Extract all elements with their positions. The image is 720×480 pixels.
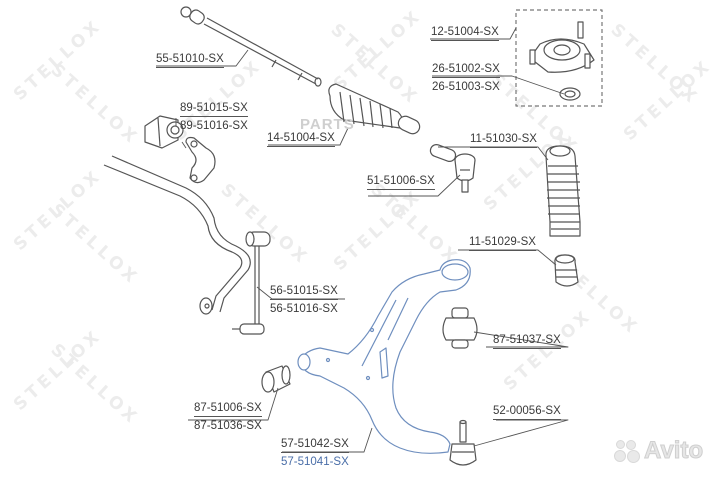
stabilizer-bracket-icon — [185, 136, 216, 184]
part-label-26-51002[interactable]: 26-51002-SX — [432, 63, 500, 78]
shock-boot-icon — [545, 145, 581, 237]
ball-joint-icon — [449, 419, 477, 466]
part-label-26-51003[interactable]: 26-51003-SX — [432, 81, 500, 93]
inner-tie-rod-icon — [180, 6, 322, 87]
tie-rod-end-icon — [429, 144, 476, 193]
stabilizer-bushing-icon — [144, 115, 184, 149]
parts-watermark: PARTS — [300, 116, 355, 133]
part-label-51-51006[interactable]: 51-51006-SX — [367, 175, 435, 190]
front-arm-bushing-icon — [261, 365, 291, 393]
lower-control-arm-icon — [297, 259, 471, 454]
part-label-11-51030[interactable]: 11-51030-SX — [470, 133, 537, 148]
strut-mount-icon — [529, 21, 595, 73]
part-label-87-51006[interactable]: 87-51006-SX — [194, 402, 262, 417]
strut-bearing-icon — [559, 87, 581, 101]
part-label-12-51004[interactable]: 12-51004-SX — [431, 26, 499, 41]
part-label-52-00056[interactable]: 52-00056-SX — [493, 405, 561, 420]
rear-arm-bushing-icon — [442, 307, 478, 349]
part-label-55-51010[interactable]: 55-51010-SX — [156, 53, 224, 68]
part-label-56-51016[interactable]: 56-51016-SX — [270, 303, 338, 315]
avito-logo-icon — [614, 440, 640, 463]
part-label-89-51015[interactable]: 89-51015-SX — [180, 102, 248, 117]
part-label-87-51037[interactable]: 87-51037-SX — [493, 334, 561, 349]
avito-text: Avito — [643, 437, 704, 465]
part-label-57-51042[interactable]: 57-51042-SX — [281, 438, 349, 453]
part-label-11-51029[interactable]: 11-51029-SX — [469, 236, 536, 251]
part-label-56-51015[interactable]: 56-51015-SX — [270, 285, 338, 300]
stabilizer-link-icon — [232, 231, 271, 335]
steering-boot-icon — [328, 83, 421, 135]
part-label-87-51036[interactable]: 87-51036-SX — [194, 420, 262, 432]
part-label-14-51004[interactable]: 14-51004-SX — [267, 132, 335, 147]
part-label-89-51016[interactable]: 89-51016-SX — [180, 120, 248, 132]
part-label-57-51041[interactable]: 57-51041-SX — [281, 456, 349, 468]
avito-watermark: Avito — [614, 437, 704, 465]
bump-stop-icon — [554, 254, 579, 287]
stabilizer-bar-icon — [103, 155, 251, 315]
